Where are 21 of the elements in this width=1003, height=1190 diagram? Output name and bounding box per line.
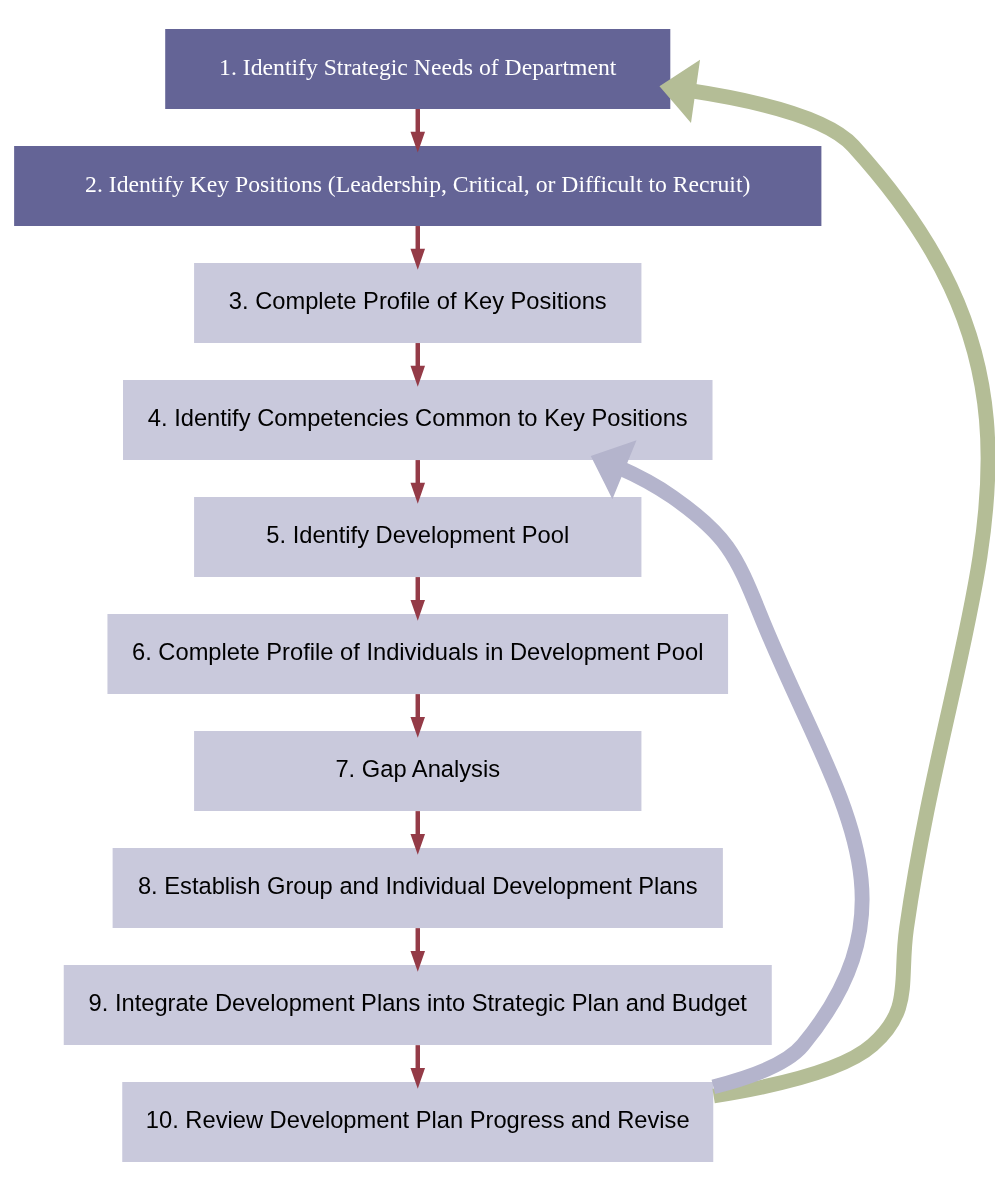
arrow <box>410 225 426 270</box>
arrow <box>590 439 870 1094</box>
node-box: 2. Identify Key Positions (Leadership, Critical, or Difficult to Recruit) <box>14 145 822 226</box>
node-box: 8. Establish Group and Individual Development Plans <box>112 847 723 928</box>
arrow <box>659 59 995 1103</box>
node-box: 10. Review Development Plan Progress and Revise <box>122 1081 714 1162</box>
arrow <box>410 810 426 855</box>
arrow <box>410 108 426 153</box>
arrow <box>410 1044 426 1089</box>
arrow <box>410 342 426 387</box>
arrow <box>410 927 426 972</box>
node-box: 5. Identify Development Pool <box>194 496 642 577</box>
arrow <box>410 693 426 738</box>
node-box: 3. Complete Profile of Key Positions <box>194 262 642 343</box>
node-box: 6. Complete Profile of Individuals in Development Pool <box>107 613 729 694</box>
arrow <box>410 576 426 621</box>
node-box: 7. Gap Analysis <box>194 730 642 811</box>
arrow <box>410 459 426 504</box>
node-box: 9. Integrate Development Plans into Strategic Plan and Budget <box>63 964 772 1045</box>
node-box: 4. Identify Competencies Common to Key Positions <box>123 379 713 460</box>
node-box: 1. Identify Strategic Needs of Department <box>165 28 671 109</box>
